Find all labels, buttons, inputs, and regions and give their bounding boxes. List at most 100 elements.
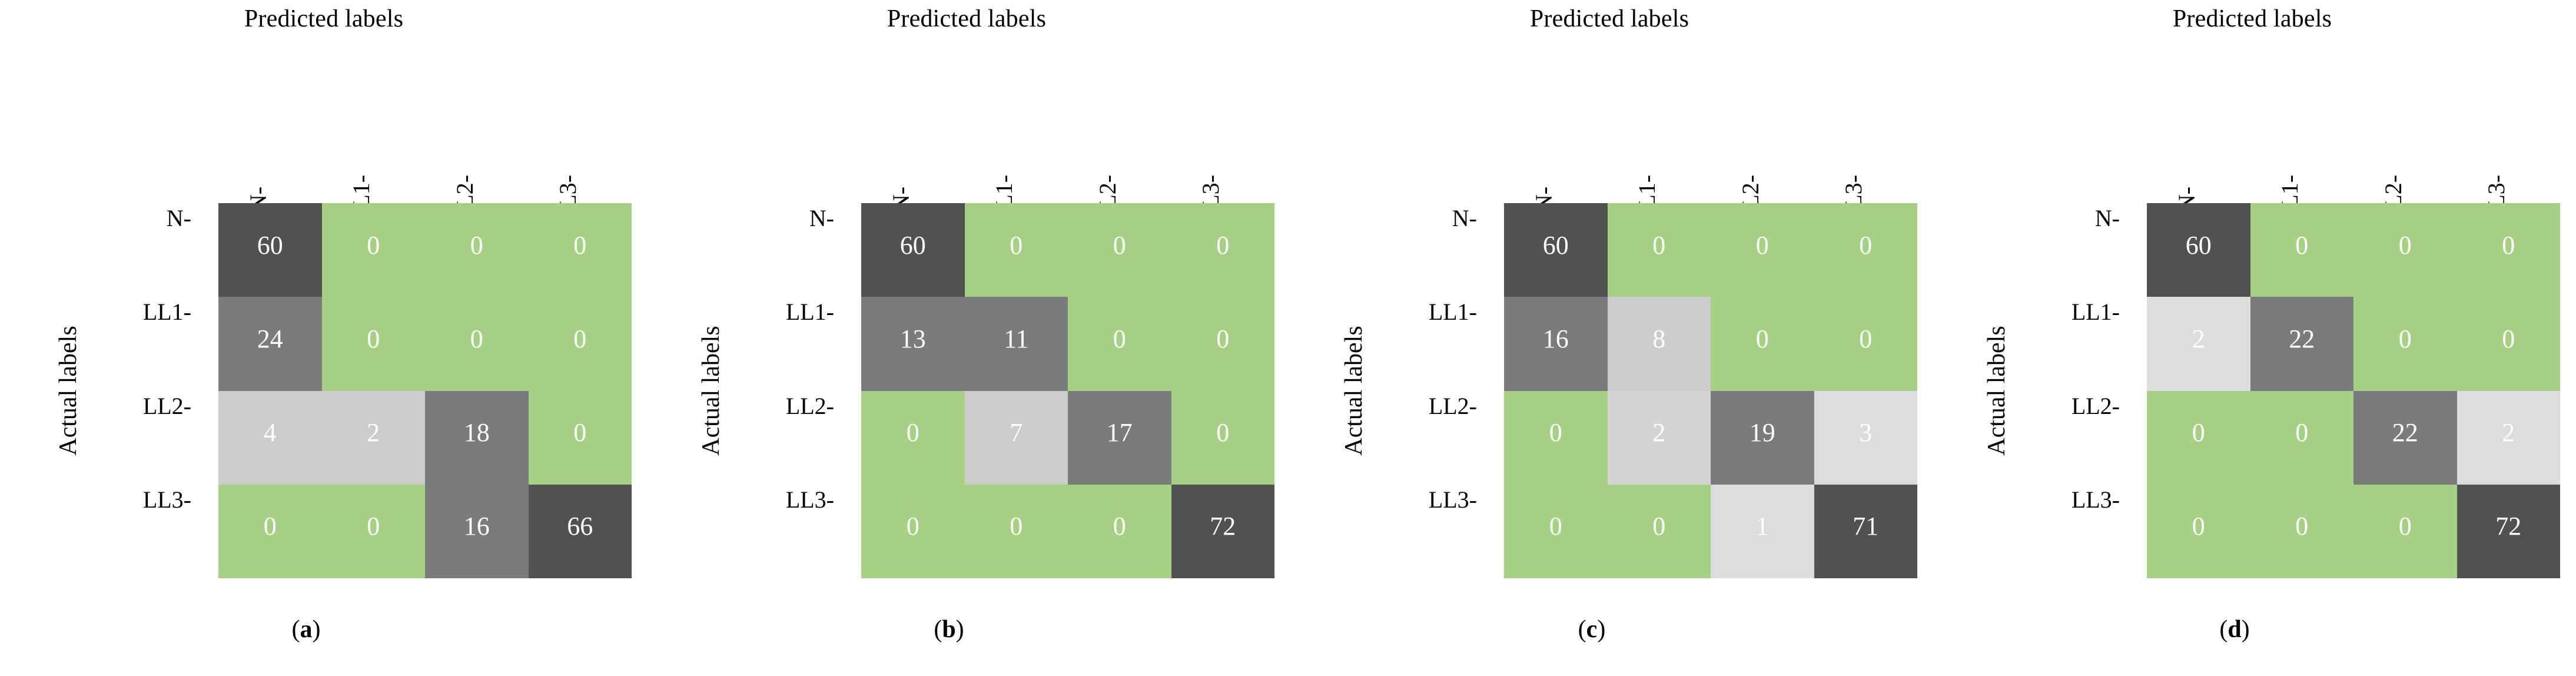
matrix-cell-value: 0	[2295, 512, 2309, 541]
matrix-cell: 0	[1711, 203, 1814, 297]
matrix-cell: 7	[964, 390, 1068, 485]
panel-caption: (a)	[130, 616, 483, 643]
matrix-cell-value: 0	[1010, 230, 1023, 260]
matrix-cell: 16	[1504, 297, 1608, 391]
predicted-labels-title: Predicted labels	[244, 5, 404, 32]
panel-caption-open-paren: (	[1578, 616, 1586, 643]
matrix-cell: 2	[321, 390, 425, 485]
matrix-cell-value: 18	[463, 418, 490, 448]
predicted-labels-title: Predicted labels	[887, 5, 1047, 32]
matrix-cell: 3	[1814, 390, 1917, 485]
matrix-cell-value: 1	[1755, 512, 1769, 541]
matrix-cell-value: 0	[367, 230, 380, 260]
matrix-cell-value: 0	[906, 512, 919, 541]
matrix-cell: 0	[2457, 297, 2560, 391]
matrix-cell-value: 3	[1859, 418, 1873, 448]
matrix-cell: 0	[964, 203, 1068, 297]
column-tick-LL2: LL2-	[2353, 46, 2457, 223]
matrix-cell: 0	[861, 484, 965, 578]
matrix-cell-value: 0	[2192, 512, 2205, 541]
column-tick-LL3: LL3-	[2457, 46, 2561, 223]
matrix-cell: 0	[321, 203, 425, 297]
matrix-cell-value: 13	[899, 324, 926, 353]
column-tick-N: N-	[218, 46, 322, 211]
column-tick-labels: N-LL1-LL2-LL3-	[218, 46, 632, 223]
matrix-cell: 0	[1171, 203, 1274, 297]
matrix-cell: 60	[1504, 203, 1608, 297]
matrix-cell-value: 0	[573, 324, 587, 353]
matrix-cell: 0	[1814, 203, 1917, 297]
matrix-cell: 19	[1711, 390, 1814, 485]
row-tick-LL2: LL2-	[142, 392, 191, 419]
panel-caption-letter: b	[942, 616, 956, 643]
panel-caption-open-paren: (	[2219, 616, 2228, 643]
matrix-cell: 22	[2250, 297, 2353, 391]
row-tick-LL2: LL2-	[1428, 392, 1477, 419]
matrix-cell: 0	[861, 390, 965, 485]
matrix-cell-value: 0	[1010, 512, 1023, 541]
matrix-cell-value: 0	[1755, 324, 1769, 353]
matrix-cell: 0	[2250, 484, 2353, 578]
matrix-cell: 16	[425, 484, 529, 578]
matrix-cell: 0	[1607, 203, 1711, 297]
matrix-cell-value: 16	[463, 512, 490, 541]
panel-caption-letter: c	[1586, 616, 1598, 643]
matrix-cell: 2	[1607, 390, 1711, 485]
matrix-cell: 0	[1068, 203, 1171, 297]
matrix-cell-value: 66	[567, 512, 593, 541]
matrix-cell-value: 2	[367, 418, 380, 448]
matrix-cell-value: 0	[1113, 324, 1126, 353]
column-tick-LL1: LL1-	[1608, 46, 1711, 223]
panel-caption: (b)	[772, 616, 1126, 643]
matrix-cell-value: 72	[1210, 512, 1236, 541]
matrix-cell: 4	[218, 390, 322, 485]
matrix-cell: 72	[2457, 484, 2560, 578]
matrix-cell: 0	[2147, 484, 2250, 578]
matrix-cell-value: 0	[906, 418, 919, 448]
matrix-cell-value: 0	[1113, 512, 1126, 541]
matrix-cell: 0	[2353, 297, 2457, 391]
row-tick-N: N-	[166, 205, 191, 231]
row-tick-labels: N-LL1-LL2-LL3-	[643, 203, 861, 578]
matrix-cell: 0	[1068, 484, 1171, 578]
panel-caption-letter: d	[2228, 616, 2242, 643]
matrix-cell: 0	[1171, 297, 1274, 391]
panel-caption-open-paren: (	[291, 616, 300, 643]
panel-caption: (c)	[1415, 616, 1768, 643]
matrix-cell-value: 0	[2398, 324, 2412, 353]
matrix-cell: 66	[528, 484, 632, 578]
matrix-cell-value: 7	[1010, 418, 1023, 448]
row-tick-LL1: LL1-	[785, 299, 834, 326]
matrix-cell: 60	[2147, 203, 2250, 297]
matrix-cell-value: 0	[2502, 230, 2515, 260]
row-tick-LL1: LL1-	[1428, 299, 1477, 326]
matrix-cell-value: 0	[1113, 230, 1126, 260]
matrix-cell-value: 0	[2295, 230, 2309, 260]
matrix-cell-value: 0	[1216, 418, 1230, 448]
matrix-cell-value: 0	[470, 230, 483, 260]
matrix-cell-value: 0	[367, 512, 380, 541]
matrix-cell: 0	[2250, 203, 2353, 297]
matrix-cell: 2	[2147, 297, 2250, 391]
matrix-cell: 60	[218, 203, 322, 297]
matrix-cell: 0	[1711, 297, 1814, 391]
matrix-cell-value: 0	[1652, 230, 1666, 260]
matrix-cell-value: 0	[1859, 230, 1873, 260]
matrix-cell-value: 60	[257, 230, 283, 260]
matrix-cell: 0	[2353, 484, 2457, 578]
matrix-cell-value: 22	[2289, 324, 2315, 353]
matrix-cell: 71	[1814, 484, 1917, 578]
column-tick-labels: N-LL1-LL2-LL3-	[2147, 46, 2561, 223]
matrix-cell: 22	[2353, 390, 2457, 485]
matrix-cell: 0	[425, 203, 529, 297]
matrix-cell-value: 2	[2192, 324, 2205, 353]
matrix-cell: 0	[1607, 484, 1711, 578]
matrix-cell-value: 0	[2192, 418, 2205, 448]
matrix-cell-value: 0	[1859, 324, 1873, 353]
row-tick-N: N-	[2094, 205, 2120, 231]
